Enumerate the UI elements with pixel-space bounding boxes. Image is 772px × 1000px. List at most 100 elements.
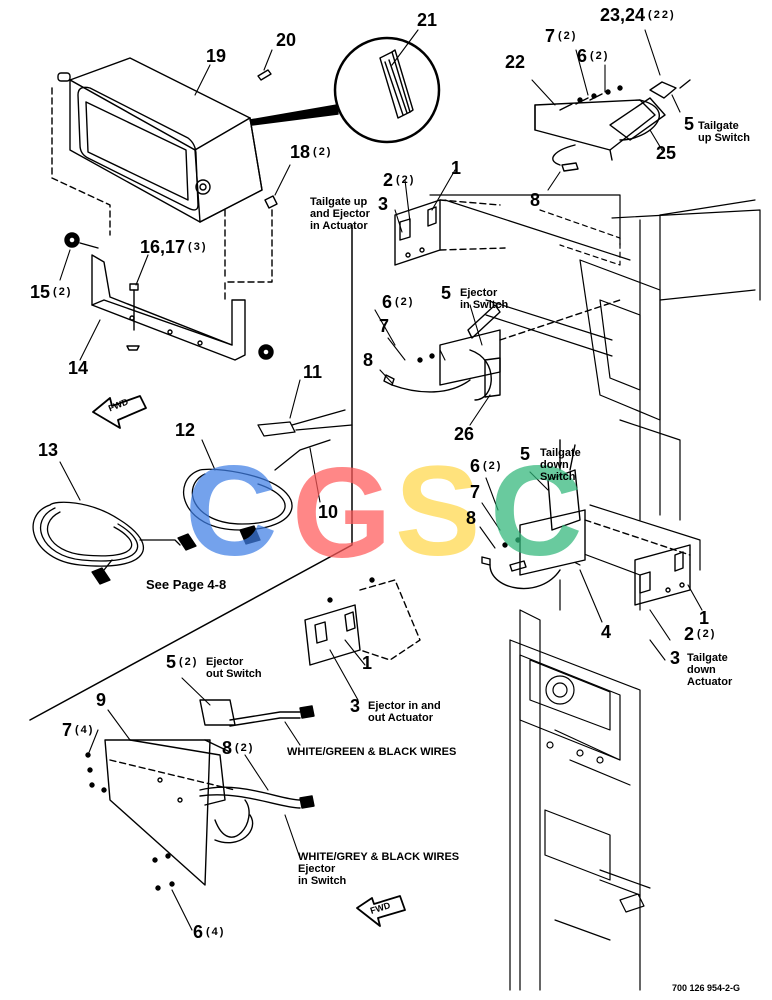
detail-magnifier [249,36,441,144]
caption-tda-line1: Tailgate [687,652,728,664]
watermark-letter-c1: C [185,440,278,583]
watermark-letter-c2: C [490,440,583,583]
caption-eos-line1: Ejector [206,656,244,668]
callout-13: 13 [38,440,59,460]
callout-15-number: 15 [30,282,51,302]
callout-6a-number: 6 [577,46,588,66]
caption-eioa-line1: Ejector in and [368,700,441,712]
caption-wgb-line1: WHITE/GREY & BLACK WIRES [298,851,460,863]
separator-line [29,224,353,721]
callout-9: 9 [96,690,107,710]
fwd-arrow-bottom-shape [356,895,406,927]
caption-tuea-line1: Tailgate up [310,196,368,208]
callout-8a: 8 [530,190,541,210]
callout-3b: 3 [670,648,681,668]
caption-eis-top-line2: in Switch [460,299,509,311]
callout-2a-number: 2 [383,170,394,190]
callout-21: 21 [417,10,438,30]
caption-eioa-line2: out Actuator [368,712,433,724]
callout-6c: 6(2) [470,456,502,477]
callout-7b: 7 [379,316,390,336]
callout-8d-qty: (2) [235,742,255,754]
callout-6b: 6(2) [382,292,414,313]
callout-1b: 1 [699,608,710,628]
fwd-arrow-top-shape [92,395,147,429]
caption-tda-line2: down [687,664,716,676]
caption-tds-line1: Tailgate [540,447,581,459]
callout-23-24-qty: (22) [648,9,676,21]
ejector-in-out-actuator [304,577,421,666]
caption-tuea-line2: and Ejector [310,208,370,220]
machine-frame [429,194,761,991]
dashed-lead-box-to-bracket [51,87,111,236]
drawing-number: 700 126 954-2-G [672,983,741,993]
callout-1a: 1 [451,158,462,178]
callout-20: 20 [276,30,297,50]
caption-tuea-line3: in Actuator [310,220,368,232]
ejector-out-switch-mount [85,699,315,891]
control-box [57,57,278,223]
callout-7a-qty: (2) [558,30,578,42]
callout-7c: 7 [470,482,481,502]
pin-20 [257,69,272,81]
caption-tailgate-up-switch-line1: Tailgate [698,120,739,132]
callout-6d-qty: (4) [206,926,226,938]
callout-8c: 8 [466,508,477,528]
callout-12: 12 [175,420,196,440]
caption-tds-line2: down [540,459,569,471]
callout-6c-number: 6 [470,456,481,476]
caption-white-green-black: WHITE/GREEN & BLACK WIRES [287,746,457,758]
callout-3a: 3 [378,194,389,214]
callout-7d: 7(4) [62,720,94,741]
watermark-letter-g: G [292,442,392,585]
callout-5d: 5(2) [166,652,198,673]
caption-tds-line3: Switch [540,471,576,483]
callout-15: 15(2) [30,282,72,303]
callout-22: 22 [505,52,526,72]
callout-7d-number: 7 [62,720,73,740]
mounting-bracket [64,232,274,361]
callout-16-17-number: 16,17 [140,237,186,257]
caption-see-page: See Page 4-8 [146,577,227,592]
callout-8b: 8 [363,350,374,370]
callout-4: 4 [601,622,612,642]
callout-26: 26 [454,424,475,444]
callout-11: 11 [303,362,323,382]
callout-6b-number: 6 [382,292,393,312]
ejector-in-switch-assembly [383,299,621,401]
callout-6c-qty: (2) [483,460,503,472]
harness-13 [32,501,197,585]
callout-2b-qty: (2) [697,628,717,640]
callout-7d-qty: (4) [75,724,95,736]
tailgate-down-actuator [634,544,691,606]
callout-16-17-qty: (3) [188,241,208,253]
caption-wgb-line3: in Switch [298,875,347,887]
callout-6b-qty: (2) [395,296,415,308]
callout-15-qty: (2) [53,286,73,298]
callout-8d-number: 8 [222,738,233,758]
callout-5b: 5 [441,283,452,303]
callout-5d-number: 5 [166,652,177,672]
callout-8d: 8(2) [222,738,254,759]
caption-eos-line2: out Switch [206,668,262,680]
callout-2b: 2(2) [684,624,716,645]
tailgate-up-ejector-in-actuator [394,199,506,266]
caption-tda-line3: Actuator [687,676,733,688]
callout-23-24-number: 23,24 [600,5,646,25]
callout-10: 10 [318,502,339,522]
callout-6a: 6(2) [577,46,609,67]
callout-2a-qty: (2) [396,174,416,186]
callout-5c: 5 [520,444,531,464]
callout-25: 25 [656,143,677,163]
callout-5d-qty: (2) [179,656,199,668]
caption-wgb-line2: Ejector [298,863,336,875]
